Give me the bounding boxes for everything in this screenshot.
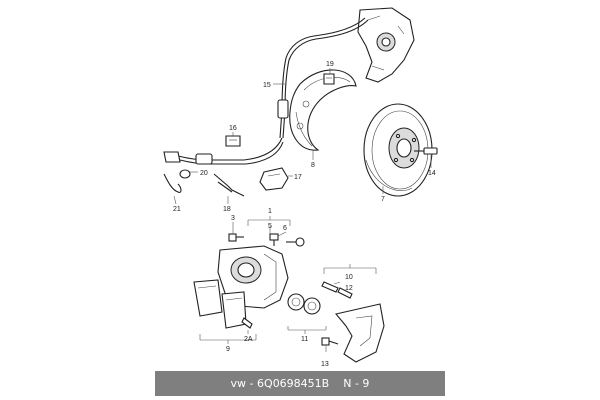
callout-5: 5: [268, 223, 272, 230]
caliper-carrier: [335, 303, 385, 363]
caption-brand: vw: [230, 377, 247, 390]
callout-6: 6: [283, 225, 287, 232]
caption-spacer: [329, 377, 343, 390]
callout-1: 1: [268, 208, 272, 215]
clip-16: [225, 135, 241, 147]
callout-19: 19: [326, 61, 334, 68]
callout-15: 15: [263, 82, 271, 89]
cable-holder-17: [259, 167, 289, 191]
callout-16: 16: [229, 125, 237, 132]
speed-sensor-cable: [163, 17, 369, 165]
caption-separator: -: [246, 377, 258, 390]
callout-9: 9: [226, 346, 230, 353]
guide-bolt-10: [337, 287, 353, 299]
callout-18: 18: [223, 206, 231, 213]
spreader-spring-18: [213, 173, 245, 197]
callout-20: 20: [200, 170, 208, 177]
washer-20: [179, 169, 191, 179]
bracket-19: [323, 73, 335, 85]
guide-pin-12: [321, 281, 339, 293]
retaining-spring-21: [163, 173, 182, 193]
caption-page-ref: N - 9: [343, 377, 370, 390]
group-brackets: [199, 216, 377, 344]
callout-21: 21: [173, 206, 181, 213]
callout-10: 10: [345, 274, 353, 281]
callout-3: 3: [231, 215, 235, 222]
callout-2a: 2A: [244, 336, 253, 343]
disc-screw: [414, 147, 438, 155]
wheel-bearing-housing: [357, 7, 415, 83]
brake-pad-set: [193, 279, 247, 329]
callout-14: 14: [428, 170, 436, 177]
brake-splash-plate: [289, 69, 357, 151]
cap-6: [286, 237, 305, 247]
piston-seal-kit: [287, 293, 321, 315]
bolt-3: [228, 233, 244, 242]
guide-pin-2a: [241, 317, 253, 329]
callout-13: 13: [321, 361, 329, 368]
callout-7: 7: [381, 196, 385, 203]
part-callouts: 15 19 16 8 7 14 20 17 21 18 1 3 5 6 10 1…: [173, 61, 436, 368]
caption-bar: vw - 6Q0698451B N - 9: [155, 371, 445, 396]
brake-disc: [363, 103, 433, 197]
callout-11: 11: [301, 336, 308, 343]
caption-part-number: 6Q0698451B: [257, 377, 330, 390]
bleeder-5: [269, 233, 279, 246]
leader-lines: [173, 68, 432, 352]
callout-12: 12: [345, 285, 353, 292]
callout-8: 8: [311, 162, 315, 169]
carrier-bolt-13: [321, 337, 339, 346]
callout-17: 17: [294, 174, 302, 181]
